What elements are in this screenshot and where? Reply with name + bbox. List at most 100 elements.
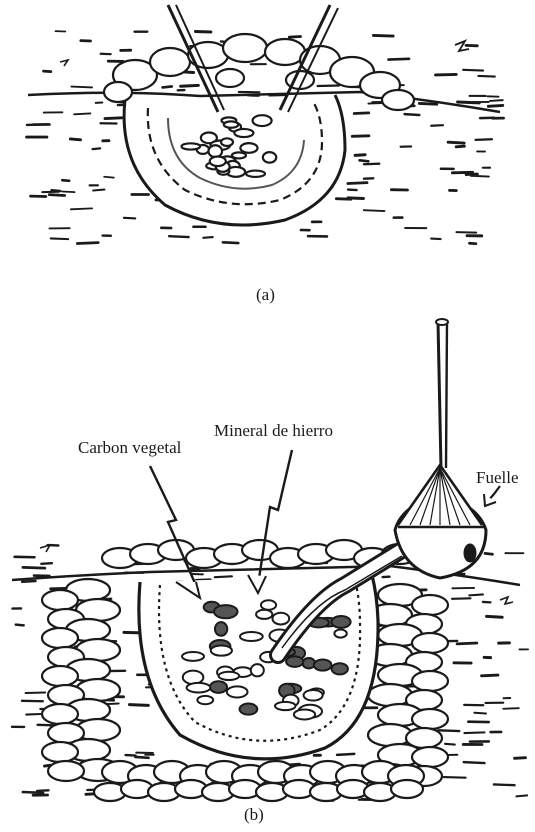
charcoal-lump [261, 600, 276, 610]
charcoal-lump [187, 683, 211, 693]
charcoal-lump [272, 613, 289, 625]
soil-dash [169, 236, 189, 237]
soil-dash [318, 85, 339, 86]
soil-dash [62, 180, 69, 181]
soil-dash [354, 113, 368, 114]
soil-dash [26, 714, 40, 715]
wall-stone-b [412, 709, 448, 729]
wall-stone-b [48, 761, 84, 781]
soil-dash [476, 139, 492, 140]
ore-lump [240, 704, 258, 715]
soil-dash [436, 74, 457, 75]
wall-stone-b [412, 747, 448, 767]
ore-lump [332, 616, 351, 628]
wall-stone-b [391, 780, 423, 798]
charcoal-lump [275, 702, 295, 710]
soil-dash [51, 190, 60, 191]
wall-stone-b [42, 590, 78, 610]
bellows-valve [464, 544, 476, 562]
soil-dash [431, 239, 440, 240]
soil-dash [41, 563, 52, 564]
charcoal-lump [182, 652, 204, 661]
soil-dash [163, 86, 172, 87]
soil-dash [471, 176, 489, 177]
soil-dash [348, 198, 363, 199]
wall-stone-b [412, 595, 448, 615]
panel-b-furnace-with-bellows [12, 319, 528, 801]
soil-dash [223, 242, 238, 243]
soil-dash [105, 118, 122, 119]
caption-b: (b) [244, 806, 264, 823]
charge-stone-a [232, 152, 246, 158]
soil-dash [466, 174, 477, 175]
soil-dash [355, 155, 365, 156]
soil-dash [456, 146, 464, 147]
soil-dash [482, 675, 498, 676]
charge-stone-a [210, 157, 226, 167]
wall-stone-b [42, 666, 78, 686]
soil-dash [37, 790, 48, 791]
soil-dash [373, 35, 393, 36]
soil-dash [457, 643, 477, 644]
soil-dash [444, 777, 466, 778]
label-carbon-vegetal: Carbon vegetal [78, 439, 181, 456]
soil-dash [23, 792, 43, 793]
ore-lump [215, 622, 227, 636]
wall-stone-b [412, 633, 448, 653]
soil-dash [490, 100, 503, 101]
charcoal-lump [334, 630, 346, 638]
rim-stone-a [216, 69, 244, 87]
soil-dash [135, 757, 148, 758]
charcoal-lump [219, 672, 240, 680]
soil-dash [23, 567, 45, 568]
charcoal-lump [304, 690, 323, 701]
soil-dash [16, 625, 24, 626]
soil-dash [405, 114, 420, 115]
soil-dash [126, 755, 136, 756]
rim-stone-a [150, 48, 190, 76]
soil-dash [51, 238, 69, 239]
ore-lump [332, 663, 348, 674]
soil-dash [364, 210, 385, 211]
charge-stone-a [240, 143, 257, 153]
charcoal-lump [227, 686, 248, 697]
charcoal-lump [197, 696, 213, 704]
soil-dash [478, 76, 494, 77]
soil-dash [104, 177, 114, 178]
soil-dash [93, 148, 101, 149]
soil-dash [515, 758, 526, 759]
charge-stone-a [209, 145, 223, 157]
soil-dash [431, 125, 443, 126]
leader-fuelle-head [484, 494, 496, 506]
wall-stone-b [368, 684, 412, 706]
soil-dash [445, 744, 455, 745]
bellows-handle-left [438, 322, 441, 468]
charge-stone-a [253, 115, 272, 126]
soil-dash [360, 160, 369, 161]
soil-dash [469, 594, 483, 595]
label-fuelle: Fuelle [476, 469, 519, 486]
soil-dash [516, 795, 527, 796]
soil-dash [93, 190, 104, 191]
charge-stone-a [263, 152, 276, 162]
soil-dash [77, 243, 98, 244]
charge-stone-a [234, 129, 253, 137]
soil-dash [22, 581, 35, 582]
wall-stone-b [42, 742, 78, 762]
soil-dash [474, 713, 486, 714]
ore-lump [314, 659, 332, 670]
soil-dash [129, 705, 148, 706]
charcoal-lump [211, 645, 232, 655]
scribble-mark [60, 60, 68, 66]
soil-dash [49, 195, 64, 196]
soil-dash [364, 164, 379, 165]
charcoal-lump [251, 664, 264, 676]
soil-dash [289, 37, 300, 38]
scribble-mark [500, 597, 513, 604]
panel-a-bowl-furnace [27, 5, 504, 244]
charcoal-lump [256, 610, 272, 619]
soil-dash [348, 183, 367, 184]
charge-stone-a [246, 171, 265, 177]
